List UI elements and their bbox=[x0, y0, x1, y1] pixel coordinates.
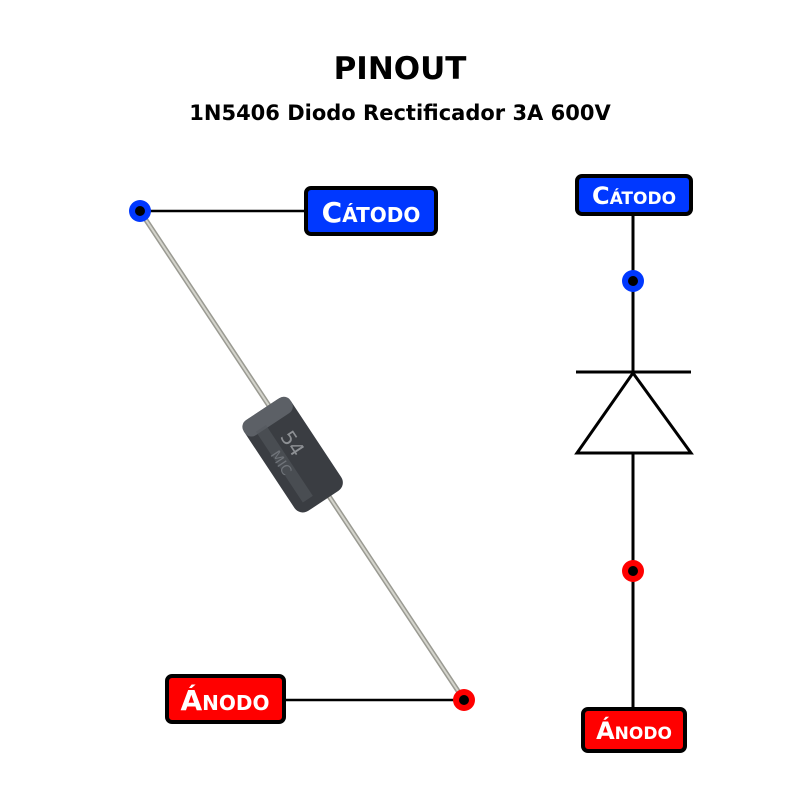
svg-text:Ánodo: Ánodo bbox=[180, 683, 269, 717]
schematic-cathode-label: Cátodo bbox=[575, 174, 693, 216]
svg-text:Cátodo: Cátodo bbox=[592, 182, 676, 210]
cathode-label: Cátodo bbox=[304, 186, 438, 236]
diode-body: 54 MIC bbox=[242, 396, 343, 513]
page-title: PINOUT bbox=[334, 51, 467, 87]
schematic-anode-label: Ánodo bbox=[581, 707, 687, 753]
page-subtitle: 1N5406 Diodo Rectificador 3A 600V bbox=[189, 101, 611, 125]
diode-schematic: Cátodo Ánodo bbox=[574, 174, 694, 753]
svg-text:Ánodo: Ánodo bbox=[596, 716, 672, 745]
diode-triangle bbox=[574, 370, 694, 455]
svg-text:Cátodo: Cátodo bbox=[322, 196, 421, 229]
anode-label: Ánodo bbox=[165, 674, 286, 724]
diode-photo: 54 MIC Cátodo Ánodo bbox=[129, 186, 475, 724]
